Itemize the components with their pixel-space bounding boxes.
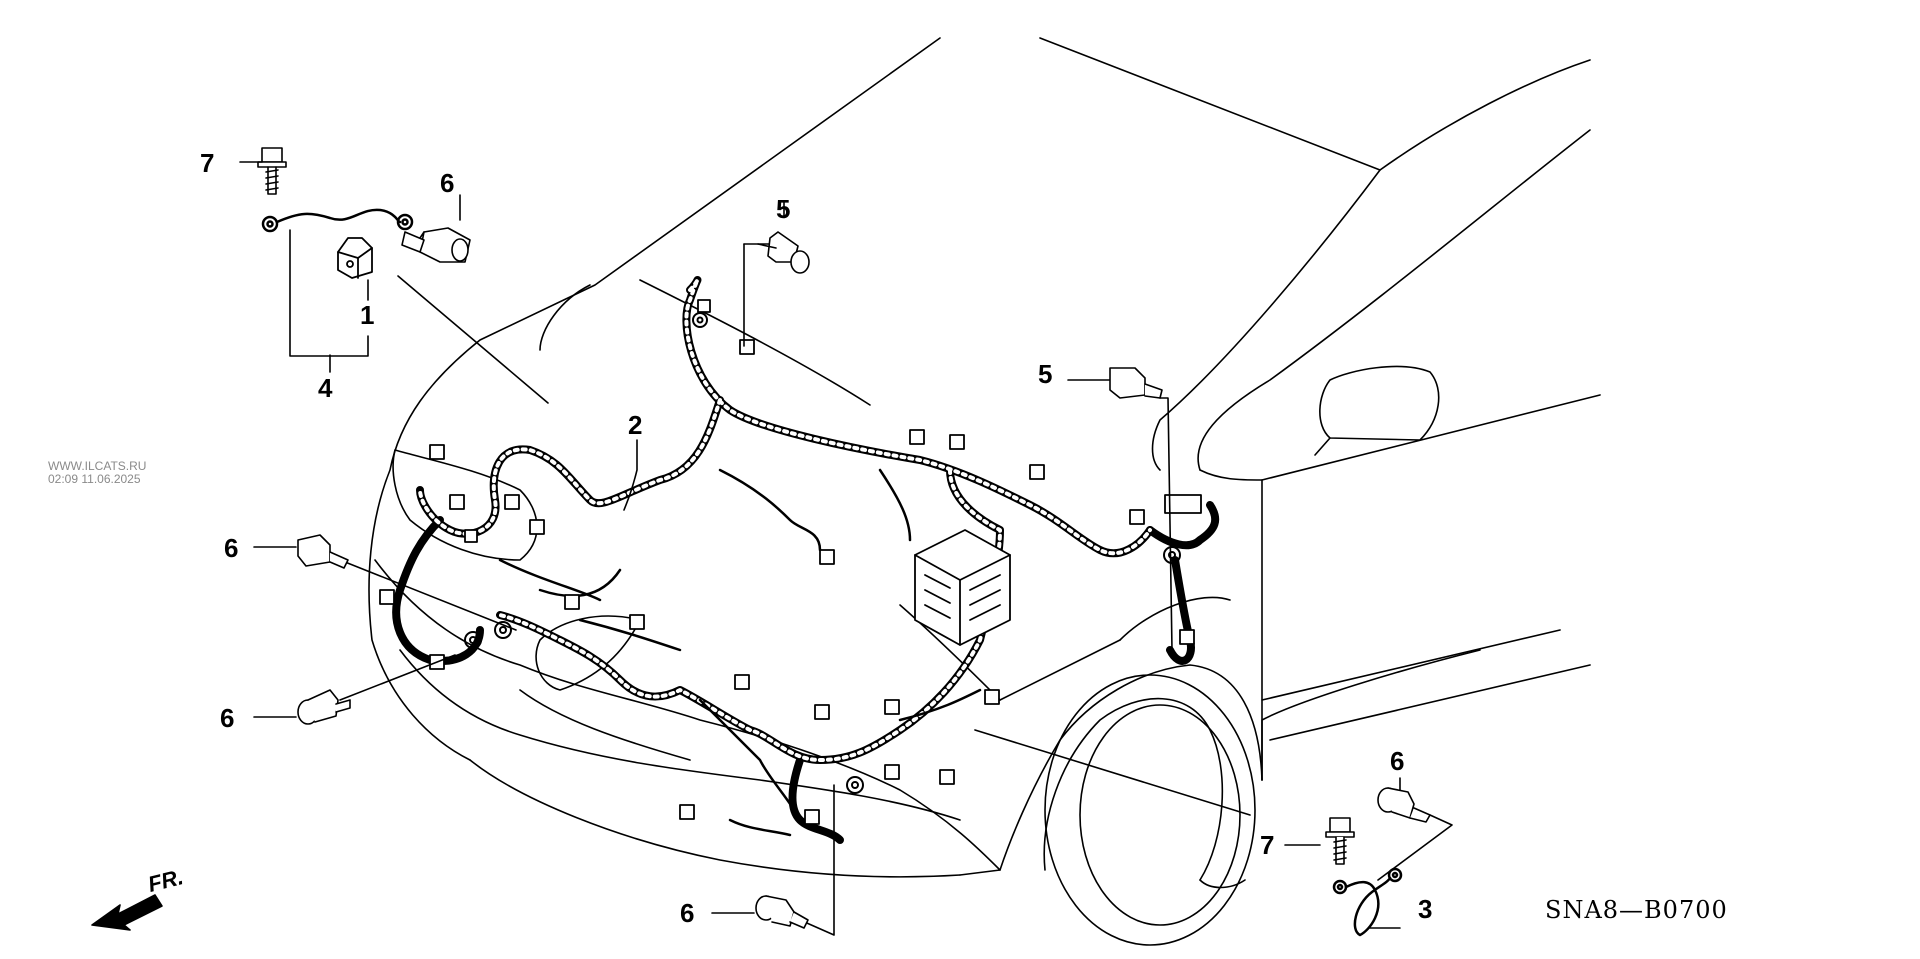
fuse-relay-box bbox=[914, 529, 1011, 646]
callout-3[interactable]: 3 bbox=[1418, 894, 1433, 924]
part-bolt-5-top bbox=[757, 231, 810, 274]
diagram-code: SNA8—B0700 bbox=[1545, 896, 1728, 924]
part-bolt-6-right bbox=[1377, 787, 1431, 823]
part-bolt-5-right bbox=[1109, 367, 1163, 399]
part-bolt-6-left-upper bbox=[297, 534, 349, 569]
callout-6-top[interactable]: 6 bbox=[440, 168, 455, 198]
callout-6-left-upper[interactable]: 6 bbox=[224, 533, 239, 563]
callout-6-left-lower[interactable]: 6 bbox=[220, 703, 235, 733]
callout-5-top[interactable]: 5 bbox=[776, 194, 791, 224]
harness-connectors bbox=[379, 299, 1202, 825]
part-bolt-7-right bbox=[1325, 817, 1355, 865]
callout-leader-lines bbox=[239, 161, 1453, 936]
callout-7-right[interactable]: 7 bbox=[1260, 830, 1275, 860]
front-direction-arrow-icon bbox=[91, 894, 163, 931]
callout-4[interactable]: 4 bbox=[318, 373, 333, 403]
part-ground-cable-4 bbox=[261, 208, 414, 233]
harness-branches bbox=[498, 468, 982, 837]
callout-5-right[interactable]: 5 bbox=[1038, 359, 1053, 389]
watermark: WWW.ILCATS.RU 02:09 11.06.2025 bbox=[48, 460, 146, 486]
watermark-timestamp: 02:09 11.06.2025 bbox=[48, 472, 141, 486]
callout-6-right[interactable]: 6 bbox=[1390, 746, 1405, 776]
part-bolt-6-left-lower bbox=[297, 689, 351, 725]
callout-2[interactable]: 2 bbox=[628, 410, 643, 440]
callout-6-bottom[interactable]: 6 bbox=[680, 898, 695, 928]
callout-7-top[interactable]: 7 bbox=[200, 148, 215, 178]
part-bolt-6-bottom bbox=[755, 895, 809, 929]
part-ground-cable-3 bbox=[1332, 867, 1403, 937]
ground-terminals bbox=[464, 312, 1181, 794]
car-body-outline bbox=[368, 37, 1601, 946]
part-clip-1 bbox=[337, 237, 373, 279]
watermark-site: WWW.ILCATS.RU bbox=[48, 459, 147, 473]
callout-1[interactable]: 1 bbox=[360, 300, 375, 330]
part-bolt-6-top bbox=[401, 227, 471, 263]
part-bolt-7-top bbox=[257, 147, 287, 195]
